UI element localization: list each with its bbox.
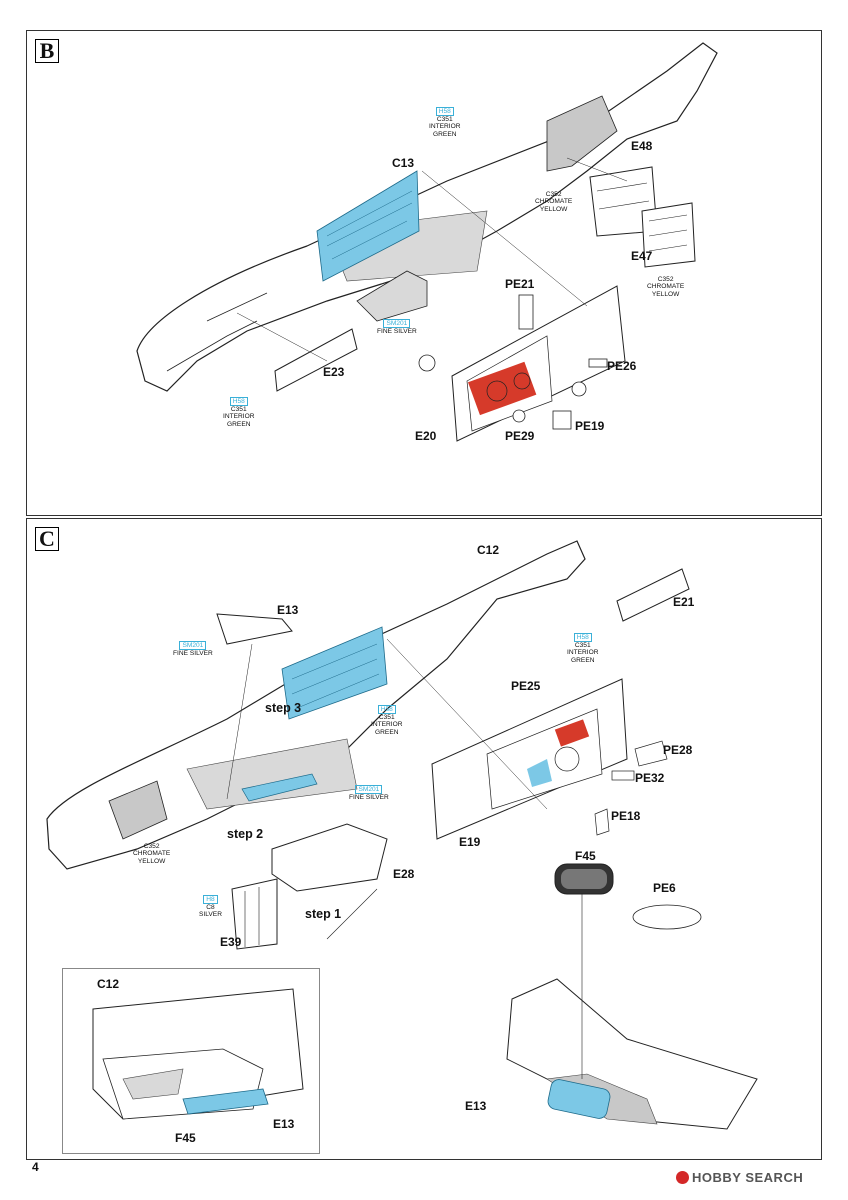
part-label-pe32: PE32 [635,771,665,785]
paint-code: H58 [435,107,454,116]
paint-name: INTERIOR [429,123,461,131]
part-label-e21: E21 [673,595,695,609]
step-2-label: step 2 [227,827,264,841]
paint-ref: C351 [230,406,247,413]
paint-name: GREEN [433,130,457,138]
paint-callout: C352 CHROMATE YELLOW [647,276,684,298]
watermark-text: HOBBY SEARCH [692,1170,804,1185]
part-label-c12: C12 [477,543,500,557]
paint-name: FINE SILVER [173,650,213,657]
part-label-e23: E23 [323,365,345,379]
paint-code: H58 [377,705,396,714]
step-panel-c: C [26,518,822,1160]
paint-code: SM201 [383,319,411,328]
part-label-pe19: PE19 [575,419,605,433]
step-letter-c: C [35,527,59,551]
part-label-pe25: PE25 [511,679,541,693]
paint-name: INTERIOR [223,413,255,421]
watermark: HOBBY SEARCH [676,1170,803,1185]
paint-code: SM201 [179,641,207,650]
page-number: 4 [32,1160,39,1174]
paint-name: GREEN [375,728,399,736]
paint-name: YELLOW [137,857,166,865]
paint-name: INTERIOR [567,649,599,657]
step-letter-b: B [35,39,59,63]
paint-name: GREEN [571,656,595,664]
part-label-pe18: PE18 [611,809,641,823]
paint-ref: C351 [574,642,591,649]
paint-callout: C352 CHROMATE YELLOW [535,191,572,213]
step-3-label: step 3 [265,701,302,715]
inset-label-c12: C12 [97,977,120,991]
paint-ref: C351 [378,714,395,721]
paint-ref: C352 [143,843,160,850]
paint-name: YELLOW [651,290,680,298]
paint-callout: H58 C351 INTERIOR GREEN [371,705,403,736]
hobby-search-logo-icon [676,1171,689,1184]
part-label-f45: F45 [575,849,596,863]
paint-code: H58 [573,633,592,642]
part-label-e19: E19 [459,835,481,849]
part-label-e47: E47 [631,249,653,263]
paint-name: CHROMATE [133,850,171,858]
part-label-e39: E39 [220,935,242,949]
paint-callout: SM201 FINE SILVER [349,785,389,801]
part-label-pe28: PE28 [663,743,693,757]
part-label-e20: E20 [415,429,437,443]
part-label-e28: E28 [393,867,415,881]
inset-detail-drawing [92,988,304,1120]
paint-ref: C351 [436,116,453,123]
paint-callout: H8 C8 SILVER [199,895,222,919]
paint-callout: H58 C351 INTERIOR GREEN [567,633,599,664]
paint-callout: H58 C351 INTERIOR GREEN [223,397,255,428]
inset-label-e13: E13 [273,1117,295,1131]
paint-name: FINE SILVER [377,328,417,335]
part-label-e13: E13 [277,603,299,617]
part-label-e48: E48 [631,139,653,153]
paint-name: SILVER [199,911,222,919]
step-panel-b: B [26,30,822,516]
paint-code: SM201 [355,785,383,794]
fuselage-half-drawing-b [136,42,718,442]
paint-name: INTERIOR [371,721,403,729]
part-label-pe21: PE21 [505,277,535,291]
paint-name: GREEN [227,420,251,428]
paint-callout: SM201 FINE SILVER [377,319,417,335]
paint-code: H8 [203,895,218,904]
paint-ref: C352 [545,191,562,198]
fuselage-half-drawing-c [46,540,758,1130]
paint-name: YELLOW [539,205,568,213]
paint-name: CHROMATE [647,283,685,291]
paint-code: H58 [229,397,248,406]
paint-name: CHROMATE [535,198,573,206]
part-label-c13: C13 [392,156,415,170]
paint-name: FINE SILVER [349,794,389,801]
paint-callout: SM201 FINE SILVER [173,641,213,657]
paint-ref: C8 [206,904,215,911]
part-label-pe26: PE26 [607,359,637,373]
paint-callout: C352 CHROMATE YELLOW [133,843,170,865]
part-label-pe29: PE29 [505,429,535,443]
paint-ref: C352 [657,276,674,283]
step-1-label: step 1 [305,907,342,921]
detail-inset: C12 F45 E13 [62,968,320,1154]
paint-callout: H58 C351 INTERIOR GREEN [429,107,461,138]
inset-label-f45: F45 [175,1131,196,1145]
part-label-pe6: PE6 [653,881,676,895]
part-label-e13-bottom: E13 [465,1099,487,1113]
